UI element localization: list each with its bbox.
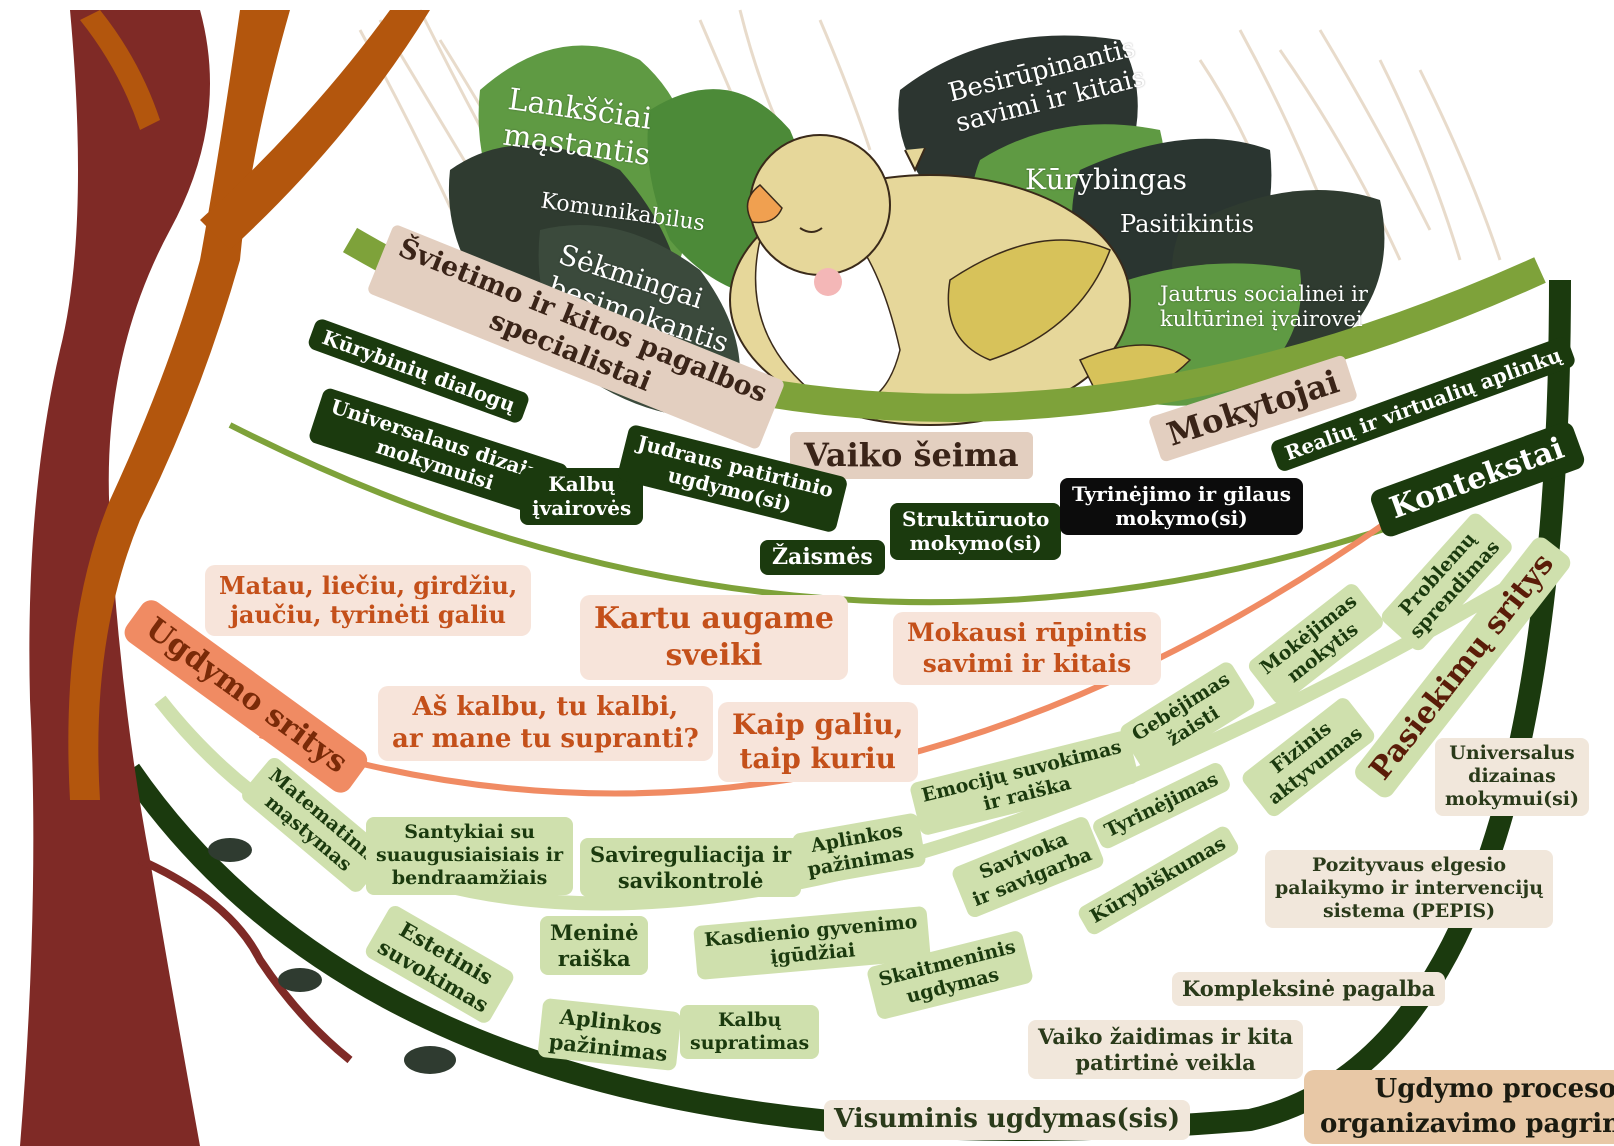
ugdymo-kaip-galiu: Kaip galiu, taip kuriu (718, 702, 918, 783)
pagrindas-vaiko-zaidimas: Vaiko žaidimas ir kita patirtinė veikla (1028, 1020, 1304, 1080)
leaf-text-kurybingas: Kūrybingas (1025, 163, 1188, 196)
ugdymo-matau: Matau, liečiu, girdžiu, jaučiu, tyrinėti… (205, 565, 532, 636)
pagrindas-universalus-dizainas: Universalus dizainas mokymui(si) (1435, 738, 1590, 816)
bird-crest (904, 147, 926, 173)
tree-trunk-dark (20, 10, 210, 1146)
tree-illustration (20, 10, 456, 1146)
context-tyrinejimo: Tyrinėjimo ir gilaus mokymo(si) (1060, 478, 1304, 535)
bird-eye (799, 227, 823, 233)
bird-beak (746, 184, 783, 224)
bird-wing (947, 239, 1111, 361)
small-leaf-3 (404, 1046, 456, 1074)
pagrindas-kompleksine-pagalba: Kompleksinė pagalba (1172, 972, 1446, 1006)
pasiekimas-menine-raiska: Meninė raiška (540, 916, 649, 976)
ugdymo-kartu-augame: Kartu augame sveiki (580, 595, 848, 681)
tree-branch-left (80, 10, 160, 130)
pasiekimas-santykiai: Santykiai su suaugusiaisiais ir bendraam… (366, 817, 574, 895)
tree-branch-right (200, 10, 430, 250)
leaf-text-jautrus: Jautrus socialinei ir kultūrinei įvairov… (1160, 282, 1368, 332)
leaf-text-pasitikintis: Pasitikintis (1120, 210, 1255, 238)
pagrindas-visuminis-ugdymas: Visuminis ugdymas(sis) (824, 1100, 1191, 1140)
pasiekimas-kalbu-supratimas: Kalbų supratimas (680, 1005, 820, 1060)
outer-dark-arc (120, 279, 1571, 1141)
small-leaf-1 (208, 838, 252, 862)
twig (138, 856, 353, 1064)
bird-illustration (729, 134, 1192, 426)
pasiekimas-savireguliacija: Savireguliacija ir savikontrolė (580, 838, 802, 898)
bird-cheek (814, 268, 842, 296)
pagrindai-title: Ugdymo proceso organizavimo pagrindas (1304, 1070, 1614, 1145)
pagrindas-pepis: Pozityvaus elgesio palaikymo ir interven… (1265, 850, 1554, 928)
ugdymo-as-kalbu: Aš kalbu, tu kalbi, ar mane tu supranti? (378, 686, 713, 762)
small-leaf-2 (278, 968, 322, 992)
ugdymo-mokausi: Mokausi rūpintis savimi ir kitais (893, 612, 1161, 685)
context-strukturuoto: Struktūruoto mokymo(si) (890, 503, 1062, 560)
actor-vaiko-seima: Vaiko šeima (790, 432, 1033, 480)
context-zaismes: Žaismės (760, 540, 885, 575)
context-kalbu-ivairoves: Kalbų įvairovės (520, 468, 644, 525)
